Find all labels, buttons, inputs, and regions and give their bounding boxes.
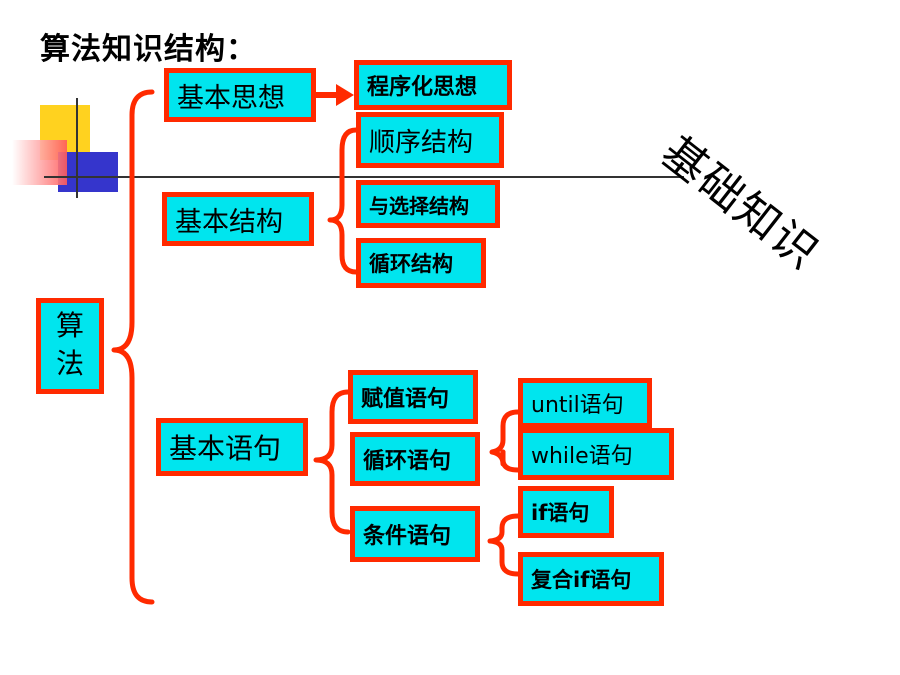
node-basic-structure: 基本结构	[162, 192, 314, 246]
statement-brace	[313, 389, 351, 535]
condition-brace	[487, 513, 521, 577]
loop-brace-bottom	[500, 449, 521, 473]
node-compound-if-statement: 复合if语句	[518, 552, 664, 606]
decor-horizontal-line	[44, 176, 684, 178]
page-title: 算法知识结构：	[40, 32, 257, 67]
root-node: 算 法	[36, 298, 104, 394]
root-char-2: 法	[55, 347, 84, 380]
node-selection-structure: 与选择结构	[356, 180, 500, 228]
decor-vertical-line	[76, 98, 78, 198]
root-char-1: 算	[55, 309, 84, 342]
node-while-statement: while语句	[518, 428, 674, 480]
node-until-statement: until语句	[518, 378, 652, 428]
root-brace	[111, 89, 155, 605]
node-basic-idea: 基本思想	[164, 68, 316, 122]
node-programming-idea: 程序化思想	[354, 60, 512, 110]
structure-brace	[327, 127, 359, 275]
decor-blue-square	[58, 152, 118, 192]
node-loop-structure: 循环结构	[356, 238, 486, 288]
node-condition-statement: 条件语句	[350, 506, 480, 562]
node-if-statement: if语句	[518, 486, 614, 538]
node-assignment-statement: 赋值语句	[348, 370, 478, 424]
node-basic-statement: 基本语句	[156, 418, 308, 476]
arrow-idea-to-program	[314, 84, 354, 106]
node-loop-statement: 循环语句	[350, 432, 480, 486]
node-sequence-structure: 顺序结构	[356, 112, 504, 168]
